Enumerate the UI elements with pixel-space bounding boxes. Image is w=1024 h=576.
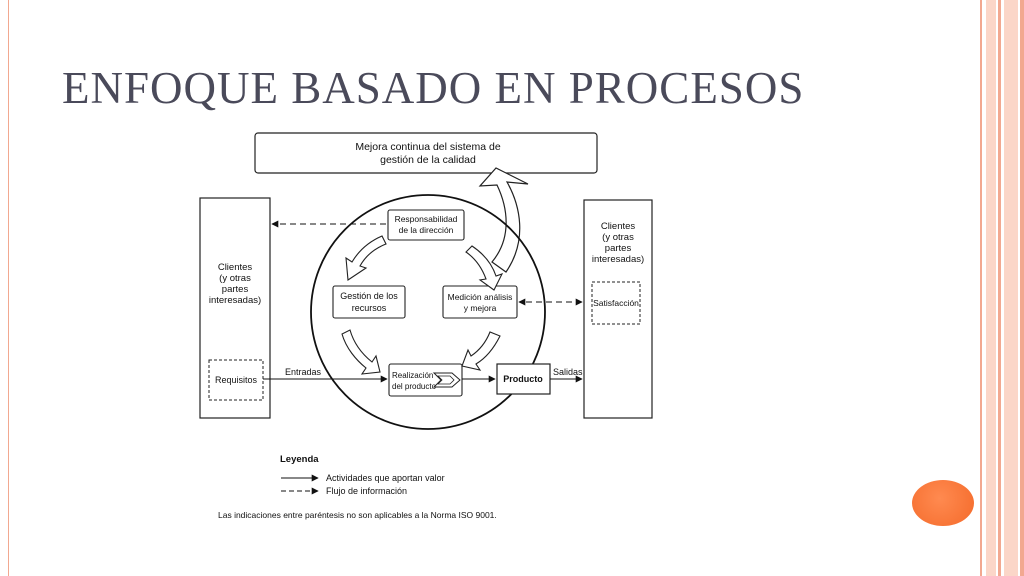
- cycle-arrow-bottom-right: [461, 331, 501, 371]
- clientes-right-line-4: interesadas): [592, 254, 644, 265]
- satisfaccion-label: Satisfacción: [593, 298, 639, 308]
- legend-note: Las indicaciones entre paréntesis no son…: [218, 510, 497, 520]
- medicion-line-1: Medición análisis: [448, 292, 513, 302]
- legend-solid-label: Actividades que aportan valor: [326, 473, 445, 483]
- left-border-rule: [8, 0, 9, 576]
- clientes-left-line-3: partes: [222, 284, 249, 295]
- clientes-right-box: [583, 199, 653, 419]
- process-cycle-circle: [310, 194, 546, 430]
- legend-title: Leyenda: [280, 454, 319, 465]
- responsabilidad-line-2: de la dirección: [399, 225, 454, 235]
- clientes-left-line-4: interesadas): [209, 295, 261, 306]
- right-decorative-stripes: [980, 0, 1024, 576]
- medicion-line-2: y mejora: [464, 303, 497, 313]
- clientes-right-line-2: (y otras: [602, 232, 634, 243]
- cycle-arrow-top-left: [345, 235, 387, 281]
- gestion-recursos-line-1: Gestión de los: [340, 291, 398, 301]
- responsabilidad-line-1: Responsabilidad: [395, 214, 458, 224]
- entradas-label: Entradas: [285, 367, 322, 377]
- clientes-left-line-2: (y otras: [219, 273, 251, 284]
- requisitos-dashed-box: [208, 359, 264, 401]
- clientes-left-line-1: Clientes: [218, 262, 253, 273]
- realizacion-line-2: del producto: [392, 382, 437, 391]
- clientes-right-line-3: partes: [605, 243, 632, 254]
- requisitos-label: Requisitos: [215, 375, 258, 385]
- cycle-arrow-bottom-left: [341, 329, 381, 375]
- gestion-recursos-box: [332, 285, 406, 319]
- cycle-arrow-top-right: [465, 245, 504, 291]
- mejora-curved-arrow: [478, 167, 529, 273]
- slide-title: ENFOQUE BASADO EN PROCESOS: [62, 63, 805, 113]
- salidas-label: Salidas: [553, 367, 583, 377]
- producto-box: [496, 363, 551, 395]
- legend-dashed-label: Flujo de información: [326, 486, 407, 496]
- clientes-right-line-1: Clientes: [601, 221, 636, 232]
- medicion-box: [442, 285, 518, 319]
- mejora-continua-line-2: gestión de la calidad: [380, 154, 476, 166]
- mejora-continua-box: [254, 132, 598, 174]
- mejora-continua-line-1: Mejora continua del sistema de: [355, 141, 500, 153]
- responsabilidad-box: [387, 209, 465, 241]
- orange-oval-decoration: [912, 480, 974, 526]
- gestion-recursos-line-2: recursos: [352, 303, 387, 313]
- realizacion-chevron-icon: [432, 372, 461, 388]
- producto-label: Producto: [503, 374, 543, 384]
- realizacion-box: [388, 363, 463, 397]
- clientes-left-box: [199, 197, 271, 419]
- realizacion-line-1: Realización: [392, 371, 433, 380]
